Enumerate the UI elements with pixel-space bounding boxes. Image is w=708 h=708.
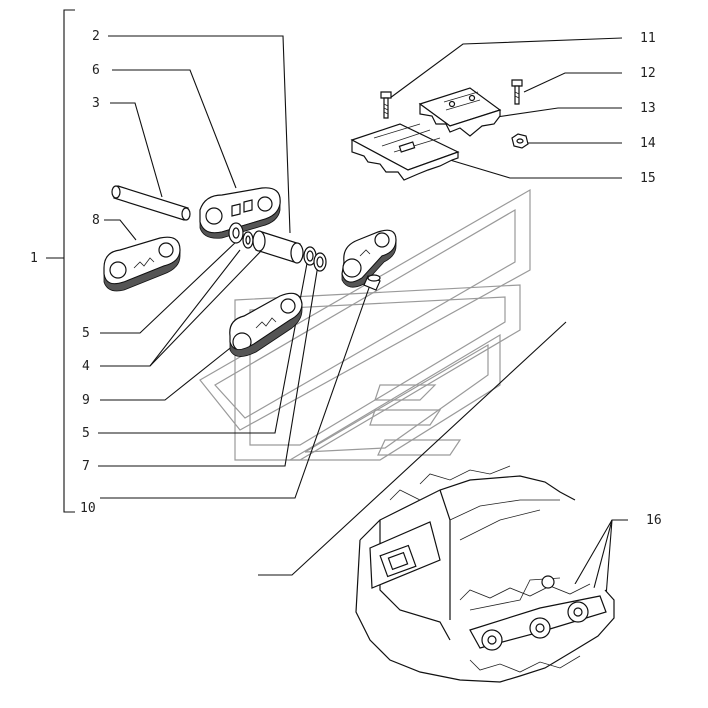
- nut-14: [511, 133, 529, 149]
- callout-8: 8: [92, 213, 100, 228]
- inner-link-right: [341, 229, 397, 288]
- watermark-logo: [199, 188, 531, 461]
- lock-pin-10: [363, 274, 381, 291]
- track-pin: [111, 185, 191, 221]
- callout-12: 12: [640, 66, 656, 81]
- bushing: [252, 230, 304, 264]
- callout-13: 13: [640, 101, 656, 116]
- callout-7: 7: [82, 459, 90, 474]
- group-bracket: [46, 9, 75, 513]
- callout-5-lower: 5: [82, 426, 90, 441]
- callout-5-upper: 5: [82, 326, 90, 341]
- track-assembly-16: [355, 465, 615, 683]
- seal-ring-5-lower: [303, 246, 317, 266]
- outer-link-6: [199, 187, 281, 239]
- inner-link-9: [229, 292, 303, 357]
- leader-lines: [98, 35, 628, 623]
- track-shoe-15: [350, 123, 460, 181]
- outer-link-8: [103, 236, 181, 292]
- callout-9: 9: [82, 393, 90, 408]
- callout-1: 1: [30, 251, 38, 266]
- callout-15: 15: [640, 171, 656, 186]
- callout-14: 14: [640, 136, 656, 151]
- callout-2: 2: [92, 29, 100, 44]
- seal-ring-5: [228, 222, 244, 244]
- bolt-12: [511, 79, 523, 105]
- track-shoe-13: [418, 87, 502, 137]
- callout-10: 10: [80, 501, 96, 516]
- seal-ring-4: [242, 231, 254, 249]
- callout-labels: 1 2 6 3 8 5 4 9 5 7 10 11 12 13 14 15 16: [30, 29, 662, 528]
- callout-11: 11: [640, 31, 656, 46]
- callout-3: 3: [92, 96, 100, 111]
- seal-ring-7: [313, 252, 327, 272]
- callout-16: 16: [646, 513, 662, 528]
- bolt-11: [380, 91, 392, 119]
- callout-6: 6: [92, 63, 100, 78]
- callout-4: 4: [82, 359, 90, 374]
